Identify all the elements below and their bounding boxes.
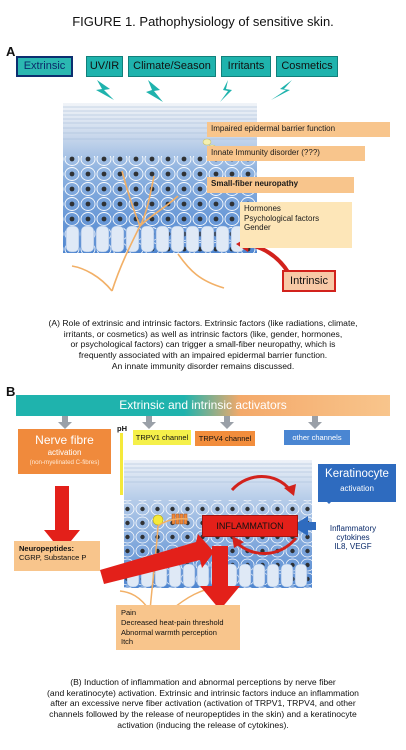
figure-title: FIGURE 1. Pathophysiology of sensitive s… [72, 14, 334, 29]
nerve-fibre-box: Nerve fibre activation (non-myelinated C… [18, 429, 111, 474]
label-barrier: Impaired epidermal barrier function [207, 122, 390, 137]
cytokines-line: Inflammatory [329, 524, 377, 533]
blue-arrow-icon [292, 516, 316, 536]
intrinsic-factors-box: Hormones Psychological factors Gender [240, 202, 352, 248]
caption-a-line: or psychological factors) can trigger a … [70, 339, 336, 350]
grey-arrows [58, 416, 322, 429]
extrinsic-box: Extrinsic [16, 56, 73, 77]
caption-b: (B) Induction of inflammation and abnorm… [8, 677, 398, 731]
inflammation-box: INFLAMMATION [202, 515, 298, 537]
panel-b-letter: B [6, 384, 16, 399]
big-red-arrow-icon [100, 534, 214, 584]
caption-b-line: (and keratinocyte) activation. Extrinsic… [47, 687, 359, 698]
lightning-bolt-icon [96, 80, 292, 102]
perceptions-box: Pain Decreased heat-pain threshold Abnor… [116, 605, 240, 650]
nerve-fibre-note: (non-myelinated C-fibres) [29, 459, 100, 466]
channel-trpv4: TRPV4 channel [195, 431, 255, 446]
caption-a-line: (A) Role of extrinsic and intrinsic fact… [48, 318, 358, 328]
intrinsic-factor-hormones: Hormones [244, 204, 281, 213]
trpv1-channel-icon [152, 514, 164, 526]
cytokines-line: IL8, VEGF [334, 542, 372, 552]
ph-bar [120, 433, 123, 495]
perception-pain: Pain [121, 608, 137, 617]
big-red-arrow-down-icon [200, 546, 240, 610]
caption-a-line: An innate immunity disorder remains disc… [111, 360, 295, 371]
activators-banner: Extrinsic and intrinsic activators [16, 395, 390, 416]
channel-trpv1: TRPV1 channel [133, 430, 191, 445]
label-innate-immunity: Innate Immunity disorder (???) [207, 146, 365, 161]
perception-warmth: Abnormal warmth perception [121, 627, 217, 637]
caption-a-line: frequently associated with an impaired e… [78, 350, 328, 361]
red-arrow-icon [232, 536, 244, 548]
channel-other: other channels [284, 430, 350, 445]
nerve-fibre-subtitle: activation [47, 448, 82, 457]
nerve-fibre-title: Nerve fibre [35, 433, 94, 447]
neuropeptides-box: Neuropeptides: CGRP, Substance P [14, 541, 100, 571]
factor-uv-ir: UV/IR [86, 56, 123, 77]
factor-irritants: Irritants [221, 56, 271, 77]
caption-a: (A) Role of extrinsic and intrinsic fact… [10, 318, 396, 372]
cytokines-line: cytokines [336, 533, 370, 543]
keratinocyte-subtitle: activation [340, 484, 374, 493]
neuropeptides-items: CGRP, Substance P [19, 553, 87, 563]
neuropeptides-title: Neuropeptides: [19, 544, 75, 553]
perception-heat-pain: Decreased heat-pain threshold [121, 617, 224, 627]
ph-label: pH [117, 424, 127, 433]
red-arrow-icon [284, 484, 296, 496]
perception-itch: Itch [121, 637, 134, 647]
caption-b-line: after an excessive nerve fiber activatio… [50, 698, 356, 709]
factor-climate-season: Climate/Season [128, 56, 216, 77]
caption-a-line: irritants, or cosmetics) as well as intr… [63, 328, 343, 339]
panel-a-letter: A [6, 44, 16, 59]
factor-cosmetics: Cosmetics [276, 56, 338, 77]
cytokines-label: Inflammatory cytokines IL8, VEGF [313, 524, 393, 552]
big-red-arrow-down-icon [44, 486, 80, 552]
keratinocyte-box: Keratinocyte activation [318, 464, 396, 502]
skin-illustration-a [63, 80, 292, 292]
caption-b-line: (B) Induction of inflammation and abnorm… [70, 677, 336, 687]
label-small-fiber: Small-fiber neuropathy [207, 177, 354, 193]
intrinsic-box: Intrinsic [282, 270, 336, 292]
intrinsic-factor-psychological: Psychological factors [244, 213, 320, 223]
caption-b-line: activation (inducing the release of cyto… [117, 719, 289, 730]
caption-b-line: channels followed by the release of neur… [49, 709, 357, 720]
intrinsic-factor-gender: Gender [244, 223, 271, 233]
keratinocyte-title: Keratinocyte [325, 468, 389, 480]
